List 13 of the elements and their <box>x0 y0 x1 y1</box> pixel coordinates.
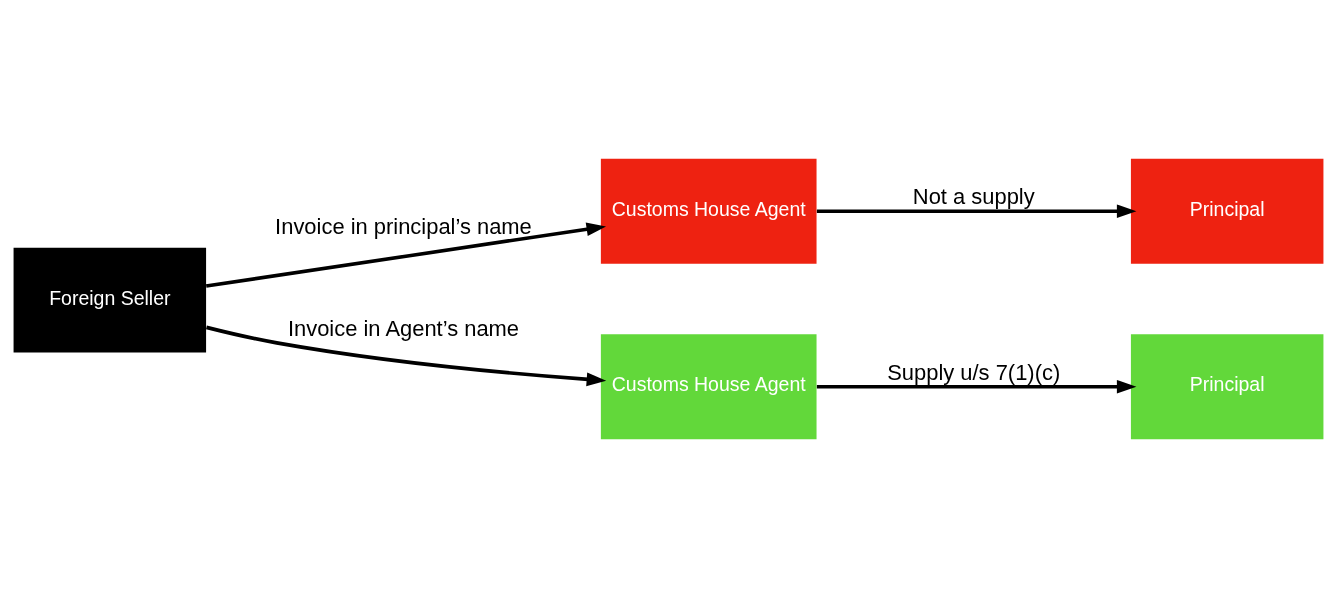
arrow <box>205 222 607 288</box>
node-box: Customs House Agent <box>600 158 817 264</box>
arrow <box>816 203 1137 218</box>
node-box: Principal <box>1130 158 1324 264</box>
edge-label: Supply u/s 7(1)(c) <box>887 359 1061 385</box>
edge-label: Invoice in Agent’s name <box>287 315 520 341</box>
arrow <box>816 379 1137 394</box>
node-box: Customs House Agent <box>600 333 817 439</box>
arrow <box>206 325 607 386</box>
node-box: Foreign Seller <box>13 247 207 353</box>
edge-label: Invoice in principal’s name <box>275 213 532 239</box>
edge-label: Not a supply <box>912 183 1035 209</box>
node-box: Principal <box>1130 333 1324 439</box>
